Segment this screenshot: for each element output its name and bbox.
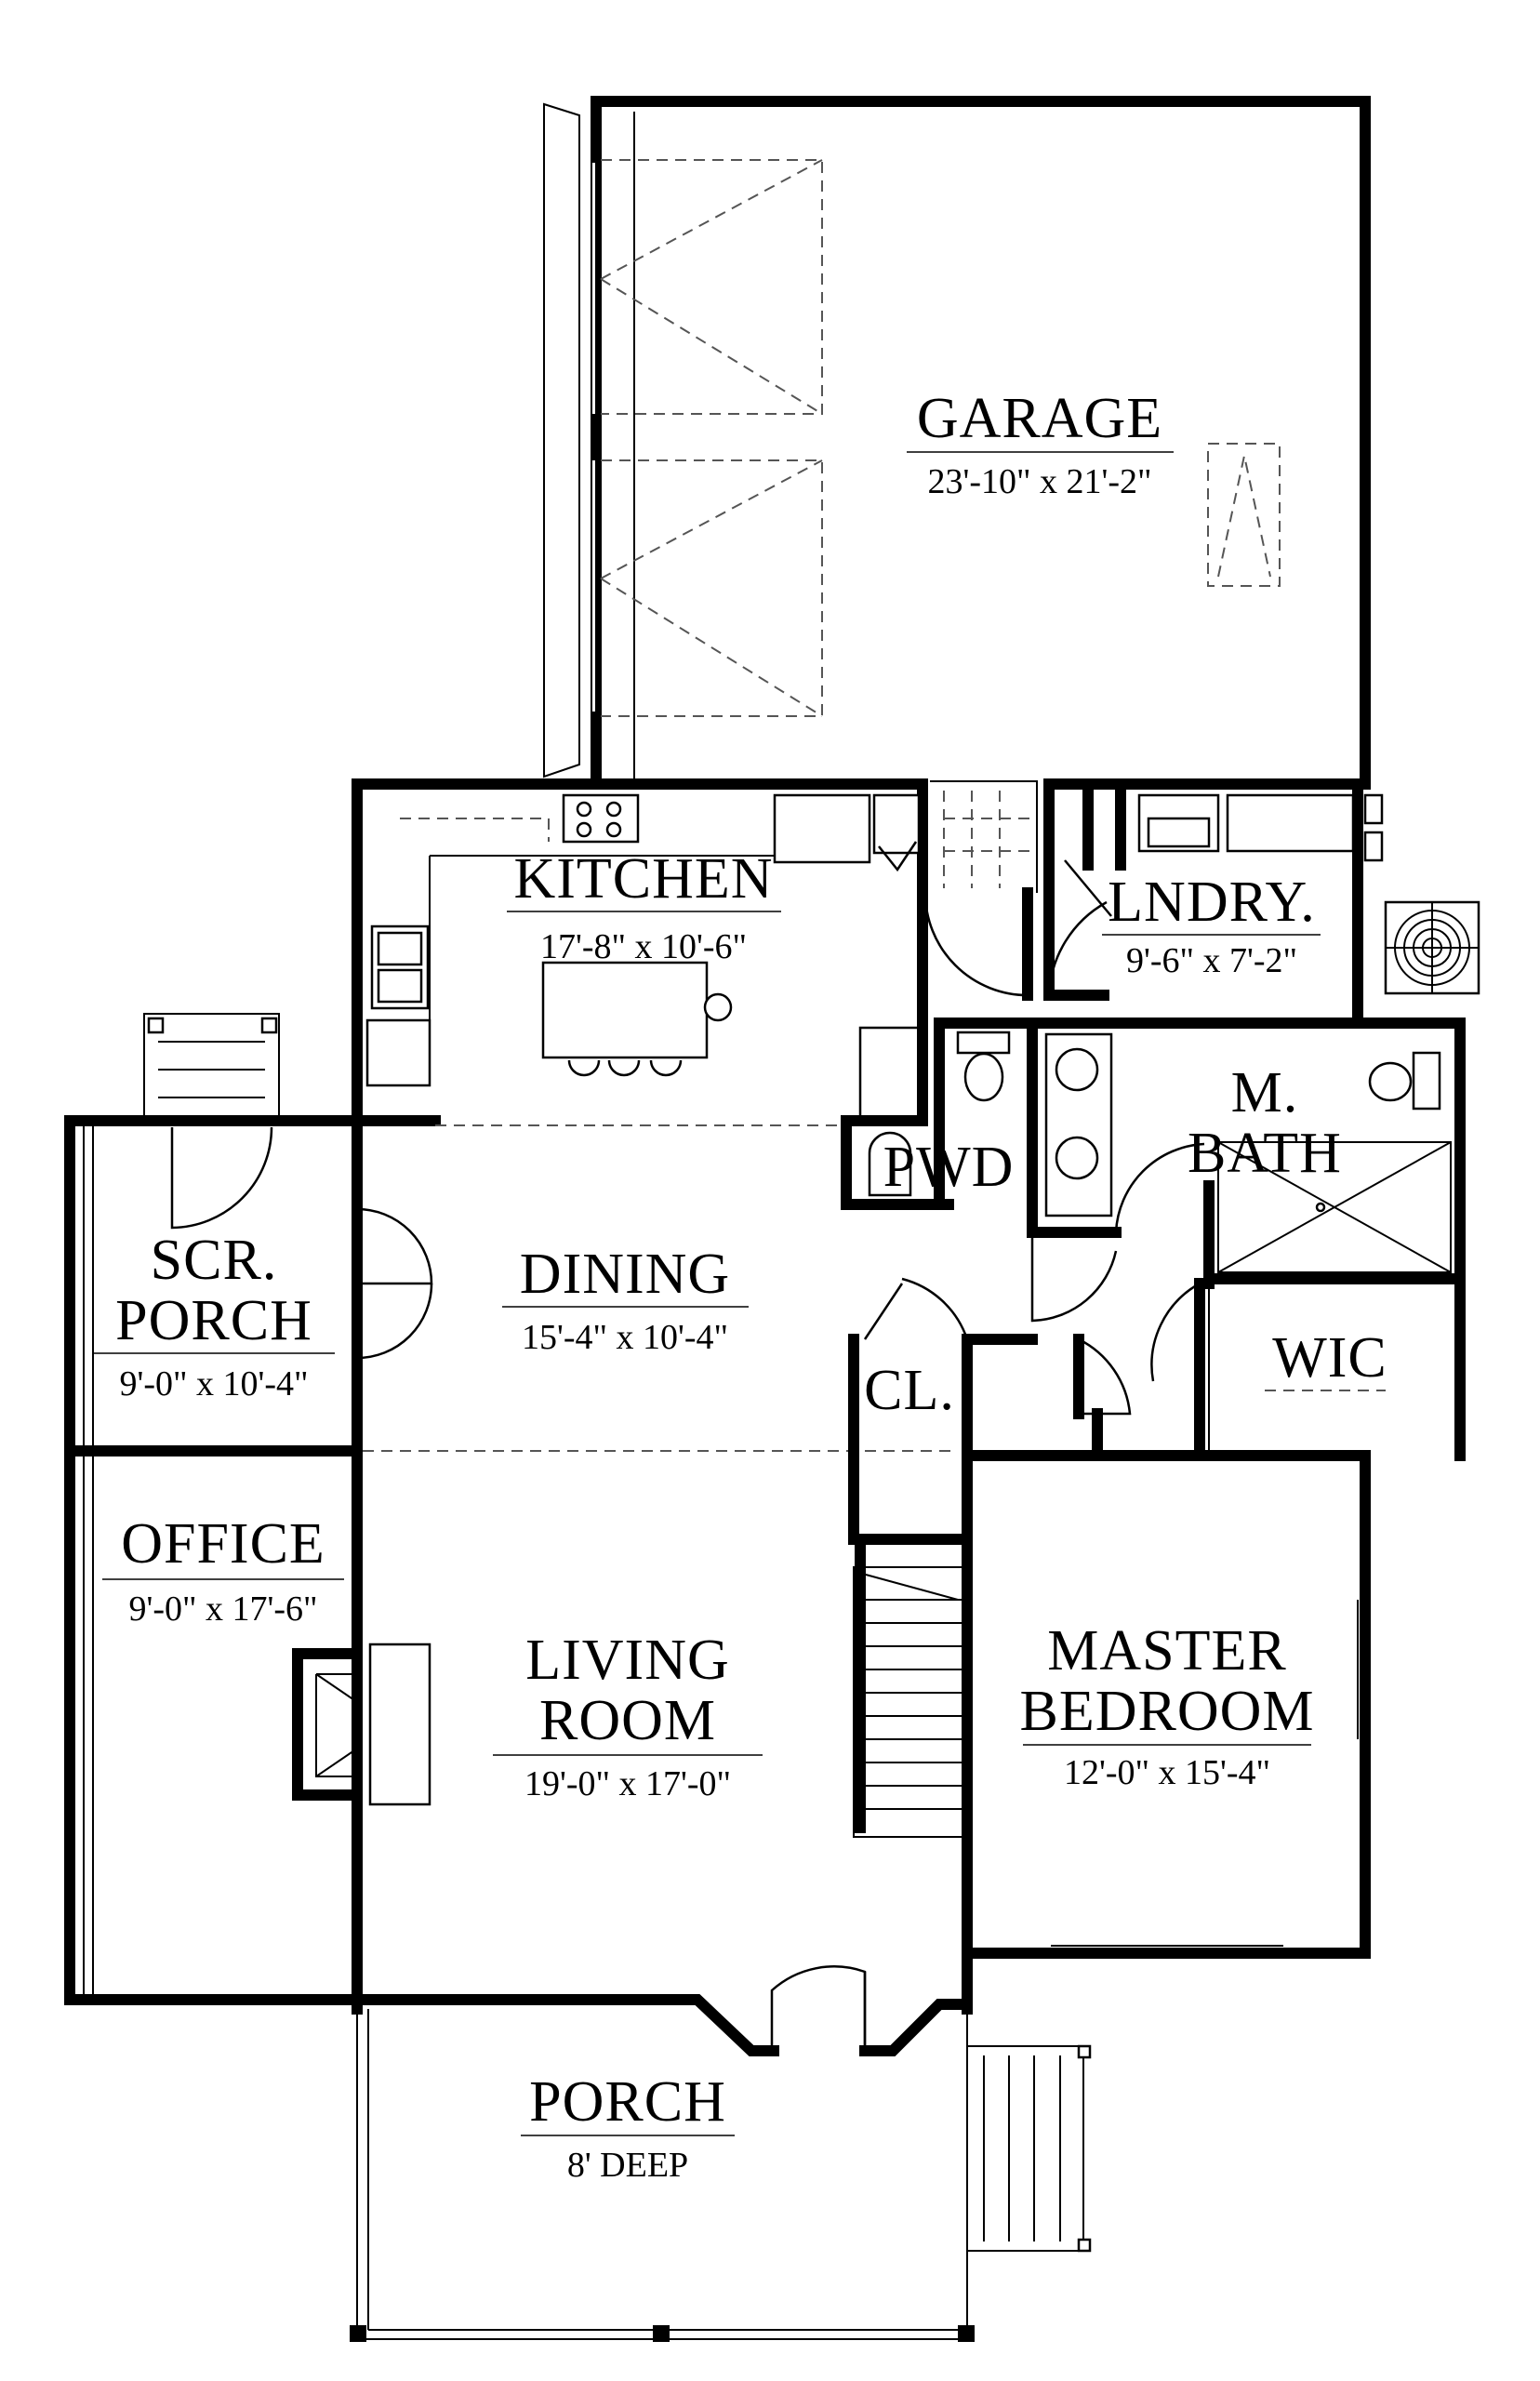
scrporch-dims: 9'-0" x 10'-4" xyxy=(119,1364,308,1403)
scrporch-name-1: SCR. xyxy=(151,1229,278,1292)
closet-name: CL. xyxy=(864,1359,955,1422)
kitchen-dims: 17'-8" x 10'-6" xyxy=(540,927,747,966)
room-labels: GARAGE 23'-10" x 21'-2" KITCHEN 17'-8" x… xyxy=(93,387,1387,2185)
living-name-1: LIVING xyxy=(525,1629,730,1692)
bath-area xyxy=(841,1018,1466,1461)
office-area xyxy=(64,1445,431,2005)
kitchen-area xyxy=(352,778,1480,1126)
porch-dims: 8' DEEP xyxy=(567,2146,688,2185)
master-dims: 12'-0" x 15'-4" xyxy=(1064,1753,1270,1792)
office-name: OFFICE xyxy=(121,1512,325,1576)
porch-name: PORCH xyxy=(529,2070,726,2134)
dining-dims: 15'-4" x 10'-4" xyxy=(522,1318,728,1357)
master-name-1: MASTER xyxy=(1047,1619,1286,1683)
mbath-name-1: M. xyxy=(1231,1061,1299,1124)
dining-name: DINING xyxy=(520,1243,730,1306)
wic-name: WIC xyxy=(1272,1326,1387,1390)
living-dims: 19'-0" x 17'-0" xyxy=(524,1764,731,1803)
living-room-area xyxy=(352,1445,973,2056)
garage-area xyxy=(543,96,1371,790)
master-bedroom-area xyxy=(962,1450,1371,1959)
powder-name: PWD xyxy=(883,1136,1015,1199)
scrporch-name-2: PORCH xyxy=(115,1289,312,1352)
front-porch-area xyxy=(350,2009,1092,2342)
laundry-dims: 9'-6" x 7'-2" xyxy=(1126,941,1297,980)
garage-dims: 23'-10" x 21'-2" xyxy=(927,462,1151,501)
kitchen-name: KITCHEN xyxy=(513,847,773,911)
screened-porch-area xyxy=(64,1013,433,1457)
master-name-2: BEDROOM xyxy=(1019,1680,1314,1743)
living-name-2: ROOM xyxy=(539,1689,716,1752)
mbath-name-2: BATH xyxy=(1188,1122,1342,1185)
office-dims: 9'-0" x 17'-6" xyxy=(128,1590,317,1629)
garage-name: GARAGE xyxy=(917,387,1162,450)
laundry-name: LNDRY. xyxy=(1108,871,1316,934)
